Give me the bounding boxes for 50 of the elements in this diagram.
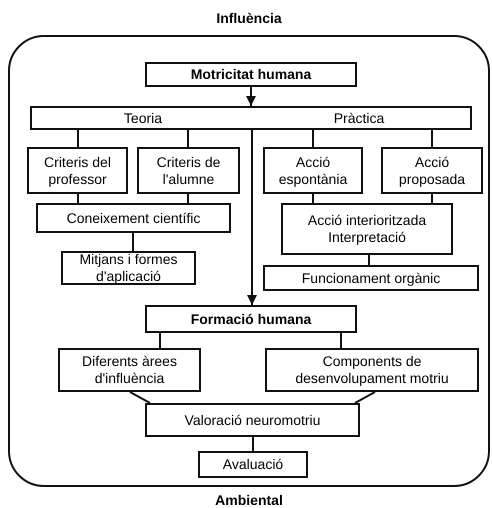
arrow: [247, 130, 257, 305]
process-box: [145, 62, 357, 87]
connector-line: [340, 333, 342, 348]
connector-line: [312, 130, 314, 147]
connector-line: [132, 233, 134, 251]
process-box: [198, 451, 308, 478]
arrow: [246, 87, 256, 106]
process-box: [36, 203, 231, 233]
connector-line: [77, 194, 79, 203]
box-label: Coneixement científic: [66, 210, 200, 226]
connector-line: [431, 130, 433, 147]
box-label: Formació humana: [190, 310, 312, 328]
connector-line: [431, 194, 433, 203]
process-box: [263, 147, 363, 194]
connector-line: [159, 333, 161, 348]
process-box: [145, 305, 357, 333]
connector-line: [77, 130, 79, 147]
box-label: Teoria: [122, 110, 164, 126]
box-label: Criteris de l'alumne: [156, 154, 222, 188]
connector-line: [368, 255, 370, 265]
box-label: Pràctica: [332, 110, 386, 126]
box-label: Acció interioritzada Interpretació: [306, 212, 428, 246]
connector-line: [187, 130, 189, 147]
box-label: Criteris del professor: [43, 154, 112, 188]
process-box: [265, 348, 479, 392]
connector-line: [187, 194, 189, 203]
process-box: [145, 403, 360, 437]
process-box: [27, 147, 128, 194]
box-label: Diferents àrees d'influència: [81, 353, 178, 387]
process-box: [263, 265, 479, 291]
process-box: [61, 251, 196, 285]
process-box: [137, 147, 240, 194]
connector-line: [312, 194, 314, 203]
connector-line: [252, 437, 254, 451]
process-box: [58, 348, 201, 392]
box-label: Funcionament orgànic: [302, 270, 440, 286]
frame-heading: Influència: [215, 10, 283, 26]
box-label: Acció espontània: [278, 154, 348, 188]
process-box: [381, 147, 483, 194]
connector-line: [130, 391, 150, 404]
box-label: Motricitat humana: [190, 66, 312, 83]
box-label: Avaluació: [222, 456, 284, 473]
frame-heading: Ambiental: [214, 492, 284, 508]
header-bar: [30, 106, 472, 130]
box-label: Mitjans i formes d'aplicació: [78, 251, 179, 285]
box-label: Acció proposada: [398, 154, 466, 188]
process-box: [281, 203, 453, 255]
box-label: Valoració neuromotriu: [184, 412, 320, 428]
box-label: Components de desenvolupament motriu: [294, 353, 450, 387]
connector-line: [354, 391, 376, 404]
